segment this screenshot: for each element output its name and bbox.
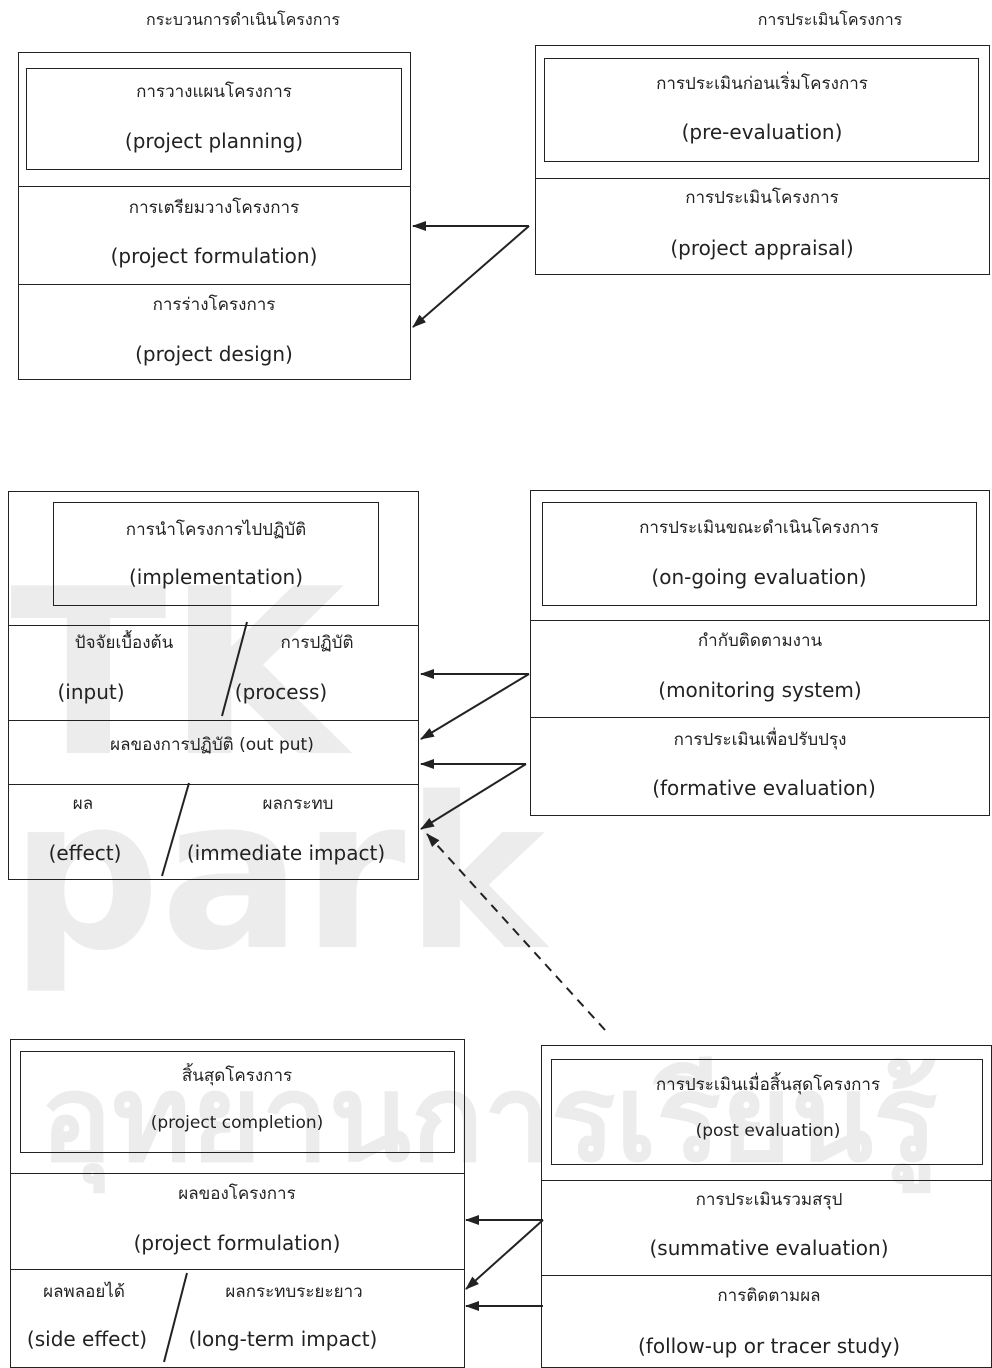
- design-label-en: (project design): [135, 342, 293, 366]
- divider-diagonal: [161, 782, 190, 877]
- divider: [8, 784, 419, 785]
- input-label-th: ปัจจัยเบื้องต้น: [74, 633, 174, 653]
- effect-label-th: ผล: [72, 794, 94, 814]
- post-evaluation-label-th: การประเมินเมื่อสิ้นสุดโครงการ: [655, 1075, 881, 1095]
- divider: [8, 625, 419, 626]
- arrow-formative-to-impact: [420, 763, 527, 830]
- completion-label-th: สิ้นสุดโครงการ: [181, 1066, 293, 1086]
- impact-label-th: ผลกระทบ: [262, 794, 334, 814]
- divider: [530, 620, 990, 621]
- divider: [8, 720, 419, 721]
- planning-label-en: (project planning): [124, 129, 304, 153]
- divider: [18, 284, 411, 285]
- post-evaluation-label-en: (post evaluation): [695, 1121, 841, 1141]
- results-label-th: ผลของโครงการ: [178, 1184, 296, 1204]
- long-term-label-en: (long-term impact): [188, 1327, 378, 1351]
- divider: [530, 717, 990, 718]
- stage2-process-box: [8, 491, 419, 880]
- summative-label-en: (summative evaluation): [649, 1236, 889, 1260]
- divider: [541, 1275, 992, 1276]
- process-label-en: (process): [234, 680, 328, 704]
- planning-label-th: การวางแผนโครงการ: [136, 82, 292, 102]
- divider: [541, 1180, 992, 1181]
- divider: [535, 178, 990, 179]
- stage1-evaluation-box: [535, 45, 990, 275]
- stage3-post-evaluation-box: [551, 1059, 983, 1165]
- ongoing-label-th: การประเมินขณะดำเนินโครงการ: [639, 518, 879, 538]
- ongoing-label-en: (on-going evaluation): [651, 565, 867, 589]
- followup-label-en: (follow-up or tracer study): [637, 1334, 901, 1358]
- arrow-appraisal-to-design: [412, 225, 530, 328]
- process-label-th: การปฏิบัติ: [280, 633, 354, 653]
- header-evaluation: การประเมินโครงการ: [757, 10, 903, 29]
- divider: [10, 1269, 465, 1270]
- header-process: กระบวนการดำเนินโครงการ: [146, 10, 340, 29]
- monitoring-label-th: กำกับติดตามงาน: [697, 631, 823, 651]
- arrow-monitoring-to-output: [420, 673, 530, 740]
- stage2-evaluation-box: [530, 490, 990, 816]
- stage1-planning-box: [26, 68, 402, 170]
- results-label-en: (project formulation): [133, 1231, 341, 1255]
- stage1-process-box: [18, 52, 411, 380]
- appraisal-label-en: (project appraisal): [670, 236, 854, 260]
- watermark-park: park: [10, 752, 546, 997]
- formative-label-en: (formative evaluation): [652, 776, 876, 800]
- arrow-post-evaluation-to-impact: [426, 833, 606, 1031]
- side-effect-label-en: (side effect): [26, 1327, 148, 1351]
- formative-label-th: การประเมินเพื่อปรับปรุง: [673, 730, 847, 750]
- divider: [18, 186, 411, 187]
- monitoring-label-en: (monitoring system): [658, 678, 862, 702]
- stage3-completion-box: [20, 1051, 455, 1153]
- arrow-summative-to-long-term: [465, 1219, 544, 1290]
- output-label: ผลของการปฏิบัติ (out put): [110, 735, 314, 755]
- input-label-en: (input): [57, 680, 125, 704]
- formulation-label-en: (project formulation): [110, 244, 318, 268]
- completion-label-en: (project completion): [150, 1113, 324, 1133]
- divider: [10, 1173, 465, 1174]
- long-term-label-th: ผลกระทบระยะยาว: [225, 1282, 363, 1302]
- pre-evaluation-label-th: การประเมินก่อนเริ่มโครงการ: [656, 74, 868, 94]
- formulation-label-th: การเตรียมวางโครงการ: [128, 198, 300, 218]
- design-label-th: การร่างโครงการ: [152, 295, 276, 315]
- implementation-label-th: การนำโครงการไปปฏิบัติ: [125, 520, 307, 540]
- stage2-ongoing-box: [542, 502, 977, 606]
- appraisal-label-th: การประเมินโครงการ: [685, 188, 839, 208]
- watermark-thai: อุทยานการเรียนรู้: [40, 1050, 938, 1189]
- summative-label-th: การประเมินรวมสรุป: [695, 1190, 843, 1210]
- impact-label-en: (immediate impact): [186, 841, 386, 865]
- divider-diagonal: [221, 621, 248, 717]
- followup-label-th: การติดตามผล: [717, 1286, 821, 1306]
- stage2-implementation-box: [53, 502, 379, 606]
- implementation-label-en: (implementation): [128, 565, 304, 589]
- pre-evaluation-label-en: (pre-evaluation): [681, 120, 843, 144]
- side-effect-label-th: ผลพลอยได้: [43, 1282, 125, 1302]
- stage1-pre-evaluation-box: [544, 58, 979, 162]
- watermark-tk: TK: [10, 541, 346, 808]
- divider-diagonal: [163, 1272, 188, 1363]
- effect-label-en: (effect): [48, 841, 122, 865]
